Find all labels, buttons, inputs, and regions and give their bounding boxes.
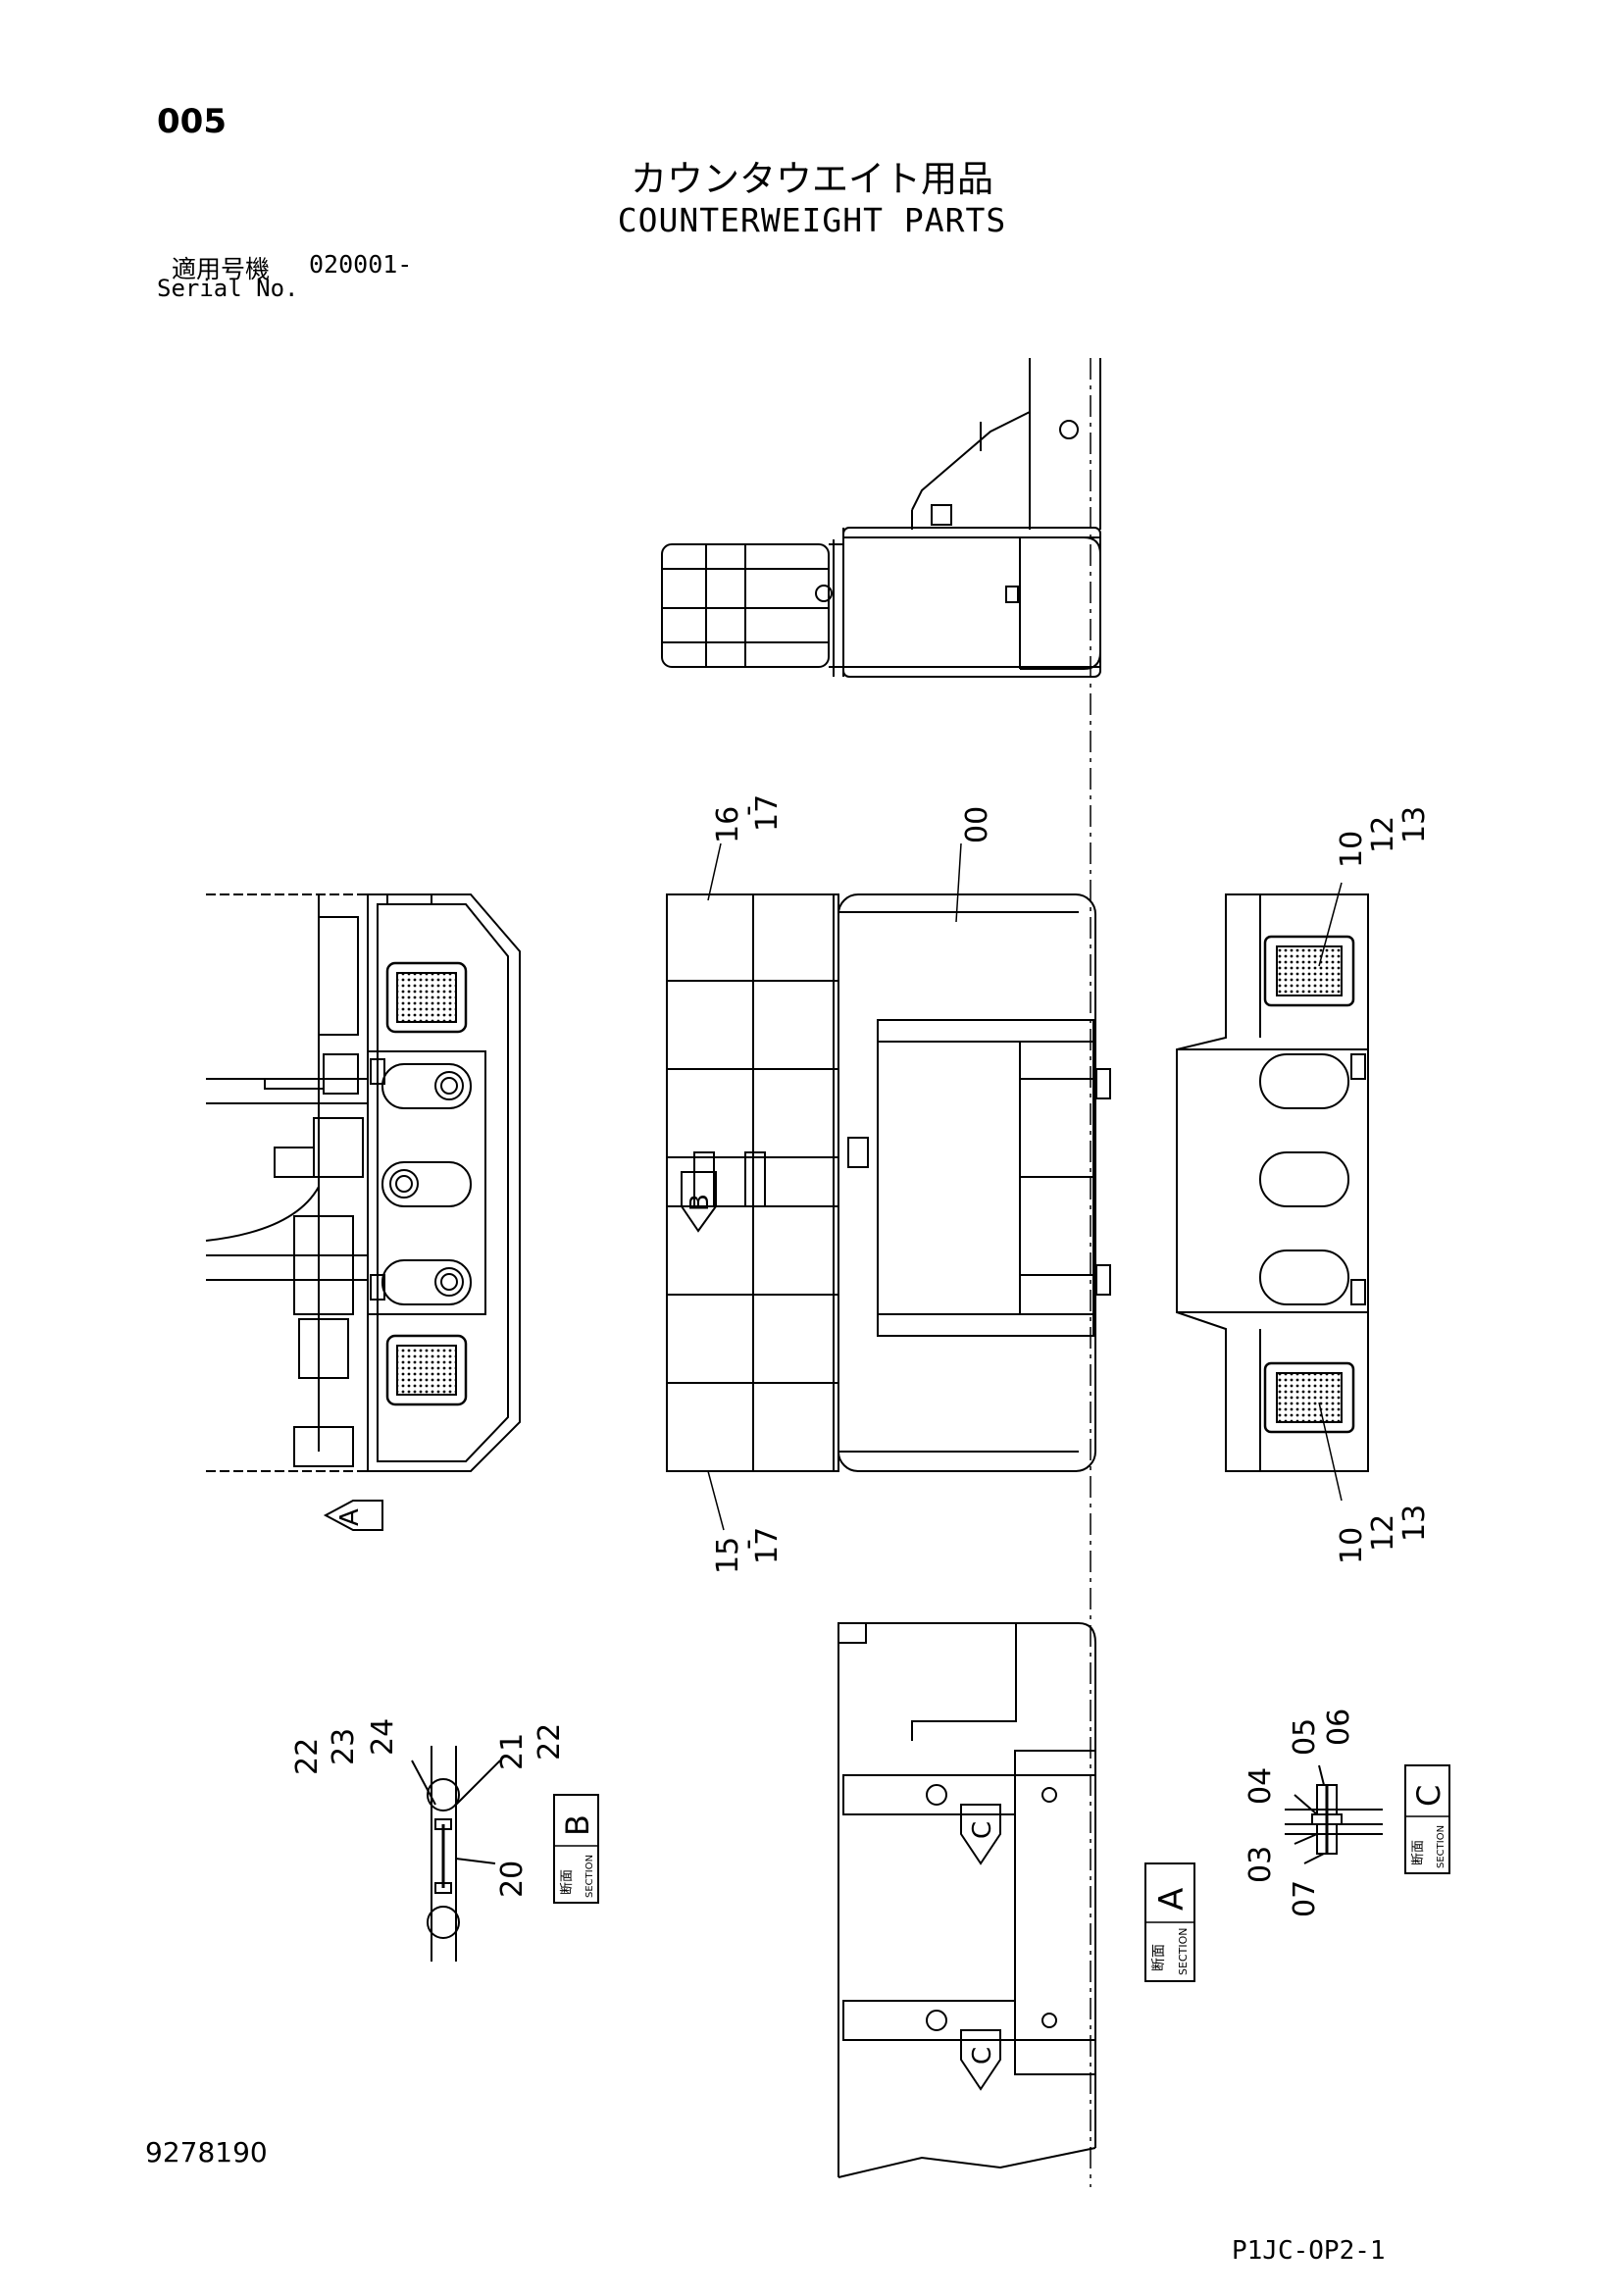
center-top-view	[666, 893, 1111, 1472]
callout-05: 05	[1288, 1718, 1322, 1756]
section-jp-c: 断面	[1411, 1840, 1426, 1865]
callout-03: 03	[1243, 1846, 1278, 1883]
view-arrow-c-label-1: C	[968, 1821, 997, 1839]
callout-22-left: 22	[290, 1738, 325, 1775]
section-en-c: SECTION	[1436, 1825, 1446, 1868]
left-rear-view	[205, 893, 521, 1472]
callout-13-bottom: 13	[1397, 1505, 1432, 1542]
section-letter-b: B	[559, 1814, 596, 1836]
callout-15: 15	[711, 1537, 745, 1574]
view-arrow-a-label: A	[335, 1508, 365, 1526]
callout-22-right: 22	[533, 1723, 567, 1760]
callout-dash-2: -	[731, 1539, 765, 1550]
callout-dash-1: -	[731, 805, 765, 816]
sheet-code: P1JC-OP2-1	[1232, 2236, 1386, 2266]
section-b-detail	[411, 1746, 501, 1962]
serial-value: 020001-	[309, 250, 413, 279]
callout-24: 24	[366, 1718, 400, 1756]
view-arrow-b-label: B	[685, 1194, 715, 1211]
section-en-a: SECTION	[1177, 1928, 1190, 1975]
callout-00: 00	[960, 806, 994, 843]
section-jp-b: 断面	[560, 1869, 575, 1895]
page-title-en: COUNTERWEIGHT PARTS	[617, 201, 1007, 239]
page-title-jp: カウンタウエイト用品	[631, 158, 993, 200]
callout-13-top: 13	[1397, 806, 1432, 843]
view-arrow-c	[960, 1804, 1001, 2091]
section-jp-a: 断面	[1151, 1944, 1167, 1971]
callout-10-bottom: 10	[1335, 1527, 1369, 1564]
section-letter-a: A	[1152, 1888, 1192, 1911]
leader-lines	[707, 842, 1343, 1531]
section-c-detail	[1285, 1764, 1383, 1864]
callout-20: 20	[495, 1861, 530, 1898]
callout-12-bottom: 12	[1366, 1514, 1400, 1552]
callout-21: 21	[495, 1733, 530, 1770]
callout-23: 23	[327, 1728, 361, 1765]
page-number: 005	[157, 102, 227, 141]
section-label-a: A 断面 SECTION	[1144, 1862, 1195, 1982]
callout-17-bottom: 17	[750, 1527, 785, 1564]
callout-16: 16	[711, 806, 745, 843]
callout-17-top: 17	[750, 794, 785, 832]
section-label-c: C 断面 SECTION	[1404, 1764, 1450, 1874]
section-label-b: B 断面 SECTION	[553, 1794, 599, 1904]
callout-06: 06	[1322, 1709, 1356, 1746]
callout-12-top: 12	[1366, 816, 1400, 853]
callout-04: 04	[1243, 1767, 1278, 1805]
drawing-number: 9278190	[145, 2136, 268, 2168]
right-rear-view	[1176, 893, 1369, 1472]
view-arrow-c-label-2: C	[968, 2047, 997, 2065]
view-arrow-a	[323, 1500, 383, 1531]
section-en-b: SECTION	[584, 1855, 595, 1898]
section-letter-c: C	[1410, 1785, 1447, 1807]
view-arrow-b	[681, 1171, 717, 1233]
serial-label-jp: 適用号機	[172, 255, 271, 283]
top-side-view	[661, 358, 1101, 2187]
callout-07: 07	[1288, 1880, 1322, 1917]
serial-label-en: Serial No.	[157, 275, 299, 302]
callout-10-top: 10	[1335, 831, 1369, 868]
section-a-view	[837, 1622, 1096, 2178]
